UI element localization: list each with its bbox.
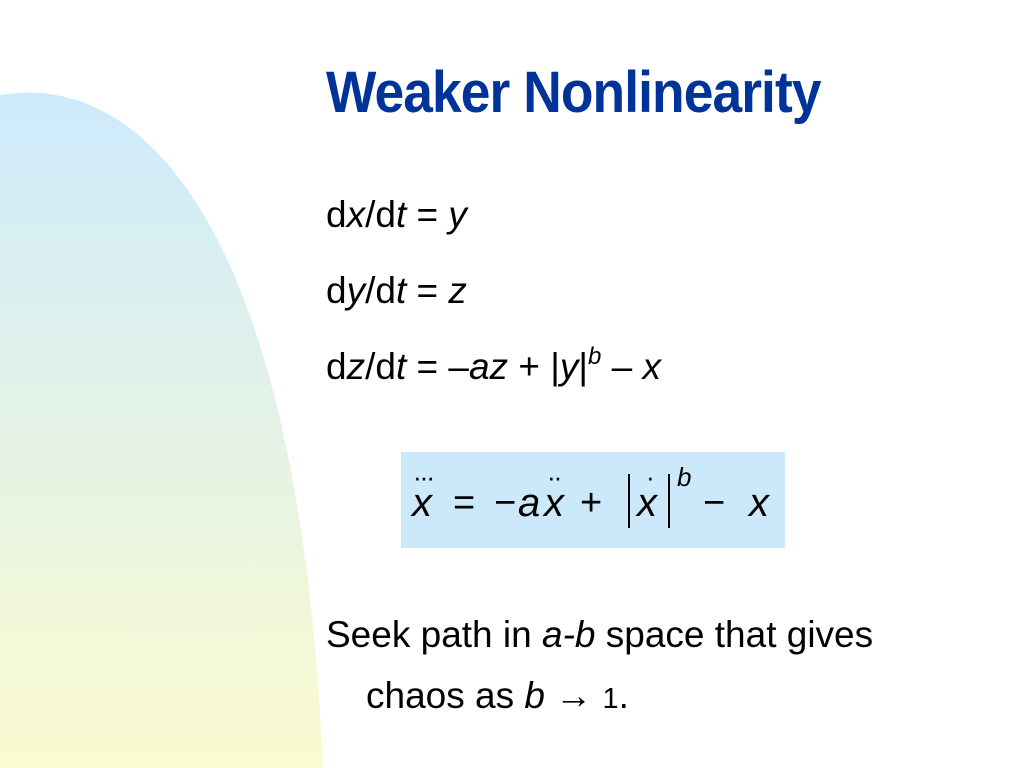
formula-equals: = (453, 482, 475, 524)
formula-svg: x ··· = − a x ·· + x · b − x (410, 462, 771, 528)
body-paragraph: Seek path in a-b space that gives chaos … (326, 616, 1016, 714)
formula-negative: − (494, 482, 516, 524)
slide-title: Weaker Nonlinearity (326, 60, 822, 125)
body-line-2: chaos as b → 1. (366, 675, 629, 716)
formula-triple-dot: ··· (413, 462, 433, 492)
body-line-1: Seek path in a-b space that gives (326, 614, 874, 655)
formula-x-mid: x (542, 481, 566, 525)
formula-x-lhs: x (410, 481, 434, 525)
formula-plus: + (580, 482, 602, 524)
formula-minus: − (703, 482, 725, 524)
formula-x-abs: x (635, 481, 659, 525)
equation-dy-dt: dy/dt = z (326, 270, 467, 311)
formula-double-dot: ·· (547, 462, 560, 492)
formula-a: a (518, 481, 540, 525)
equation-dx-dt: dx/dt = y (326, 194, 467, 235)
formula-single-dot: · (646, 462, 655, 492)
boxed-formula: x ··· = − a x ·· + x · b − x (401, 452, 785, 548)
equation-dz-dt: dz/dt = –az + |y|b – x (326, 343, 661, 387)
formula-x-end: x (747, 481, 771, 525)
formula-exponent-b: b (677, 462, 691, 492)
